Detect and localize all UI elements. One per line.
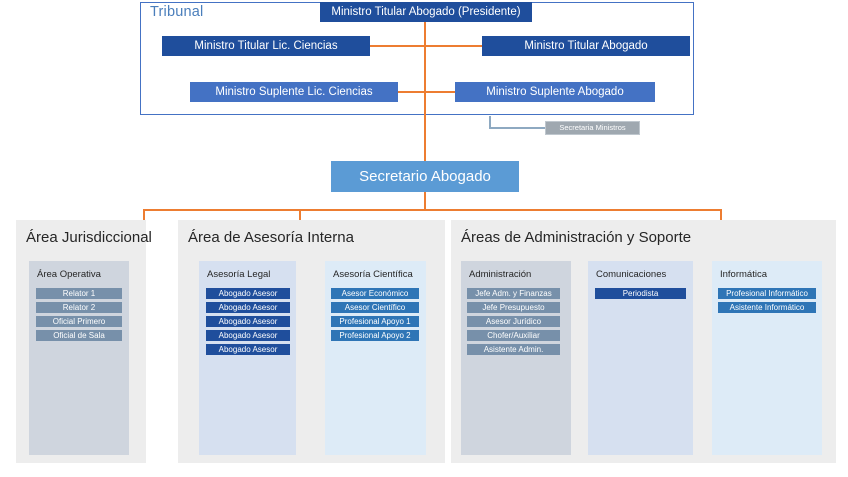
list-item[interactable]: Asistente Informático (718, 302, 816, 313)
item-list-comunicaciones: Periodista (595, 288, 686, 299)
connector-areas-bus (143, 209, 722, 211)
subcolumn-title-comunicaciones: Comunicaciones (596, 269, 667, 280)
item-list-informatica: Profesional Informático Asistente Inform… (718, 288, 816, 313)
list-item[interactable]: Abogado Asesor (206, 330, 290, 341)
list-item[interactable]: Profesional Apoyo 1 (331, 316, 419, 327)
list-item[interactable]: Relator 1 (36, 288, 122, 299)
tribunal-label: Tribunal (150, 4, 204, 20)
connector-drop-asesoria (299, 209, 301, 222)
subcolumn-title-asesoria-cientifica: Asesoría Científica (333, 269, 413, 280)
list-item[interactable]: Asistente Admin. (467, 344, 560, 355)
list-item[interactable]: Profesional Apoyo 2 (331, 330, 419, 341)
node-ministro-suplente-lic-ciencias[interactable]: Ministro Suplente Lic. Ciencias (190, 82, 398, 102)
list-item[interactable]: Oficial Primero (36, 316, 122, 327)
connector-secretario-down (424, 192, 426, 210)
list-item[interactable]: Abogado Asesor (206, 288, 290, 299)
connector-drop-administracion (720, 209, 722, 222)
list-item[interactable]: Asesor Científico (331, 302, 419, 313)
connector-secretaria-vertical (489, 116, 491, 129)
item-list-area-operativa: Relator 1 Relator 2 Oficial Primero Ofic… (36, 288, 122, 341)
connector-presidente-down (424, 22, 426, 36)
item-list-administracion: Jefe Adm. y Finanzas Jefe Presupuesto As… (467, 288, 560, 355)
node-ministro-titular-abogado[interactable]: Ministro Titular Abogado (482, 36, 690, 56)
item-list-asesoria-cientifica: Asesor Económico Asesor Científico Profe… (331, 288, 419, 341)
connector-drop-jurisdiccional (143, 209, 145, 222)
node-secretaria-ministros[interactable]: Secretaria Ministros (545, 121, 640, 135)
list-item[interactable]: Abogado Asesor (206, 316, 290, 327)
list-item[interactable]: Relator 2 (36, 302, 122, 313)
subcolumn-title-informatica: Informática (720, 269, 767, 280)
node-secretario-abogado[interactable]: Secretario Abogado (331, 161, 519, 192)
connector-suplentes-horizontal (398, 91, 455, 93)
item-list-asesoria-legal: Abogado Asesor Abogado Asesor Abogado As… (206, 288, 290, 355)
title-area-jurisdiccional: Área Jurisdiccional (26, 229, 152, 246)
list-item[interactable]: Abogado Asesor (206, 344, 290, 355)
subcolumn-title-administracion: Administración (469, 269, 532, 280)
list-item[interactable]: Profesional Informático (718, 288, 816, 299)
subcolumn-title-area-operativa: Área Operativa (37, 269, 101, 280)
list-item[interactable]: Chofer/Auxiliar (467, 330, 560, 341)
subcolumn-title-asesoria-legal: Asesoría Legal (207, 269, 271, 280)
list-item[interactable]: Jefe Presupuesto (467, 302, 560, 313)
title-areas-administracion-soporte: Áreas de Administración y Soporte (461, 229, 692, 246)
list-item[interactable]: Periodista (595, 288, 686, 299)
connector-secretaria-horizontal (489, 127, 547, 129)
connector-tribunal-to-secretario (424, 102, 426, 161)
list-item[interactable]: Oficial de Sala (36, 330, 122, 341)
list-item[interactable]: Jefe Adm. y Finanzas (467, 288, 560, 299)
connector-spine-tribunal (424, 36, 426, 102)
node-ministro-titular-lic-ciencias[interactable]: Ministro Titular Lic. Ciencias (162, 36, 370, 56)
connector-titulares-horizontal (370, 45, 482, 47)
list-item[interactable]: Asesor Jurídico (467, 316, 560, 327)
node-ministro-titular-abogado-presidente[interactable]: Ministro Titular Abogado (Presidente) (320, 2, 532, 22)
node-ministro-suplente-abogado[interactable]: Ministro Suplente Abogado (455, 82, 655, 102)
list-item[interactable]: Abogado Asesor (206, 302, 290, 313)
list-item[interactable]: Asesor Económico (331, 288, 419, 299)
title-area-asesoria-interna: Área de Asesoría Interna (188, 229, 354, 246)
